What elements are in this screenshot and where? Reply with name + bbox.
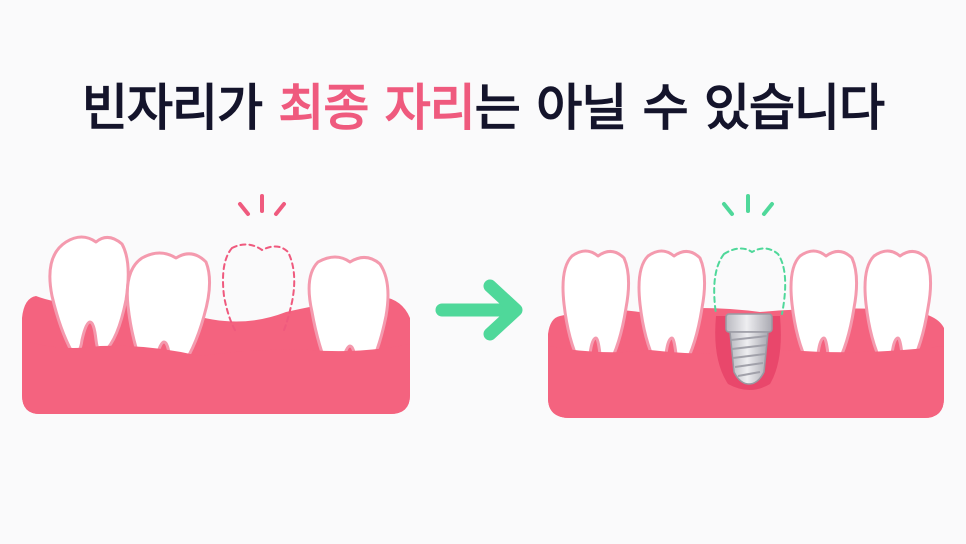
implant-highlight-icon <box>722 194 774 216</box>
headline-accent: 최종 자리 <box>278 79 475 137</box>
missing-tooth-highlight-icon <box>238 194 286 216</box>
gum-left-front <box>22 340 410 414</box>
after-panel <box>548 194 944 418</box>
headline: 빈자리가 최종 자리는 아닐 수 있습니다 <box>0 78 966 138</box>
before-panel <box>22 194 410 414</box>
transition-arrow-icon <box>435 279 523 341</box>
implant-screw-icon <box>725 313 773 385</box>
tooth-left-1 <box>48 235 130 355</box>
missing-tooth-outline <box>222 243 296 333</box>
implant-crown-outline <box>713 247 787 315</box>
headline-part-1: 빈자리가 <box>81 79 279 137</box>
headline-part-3: 는 아닐 수 있습니다 <box>474 79 885 137</box>
